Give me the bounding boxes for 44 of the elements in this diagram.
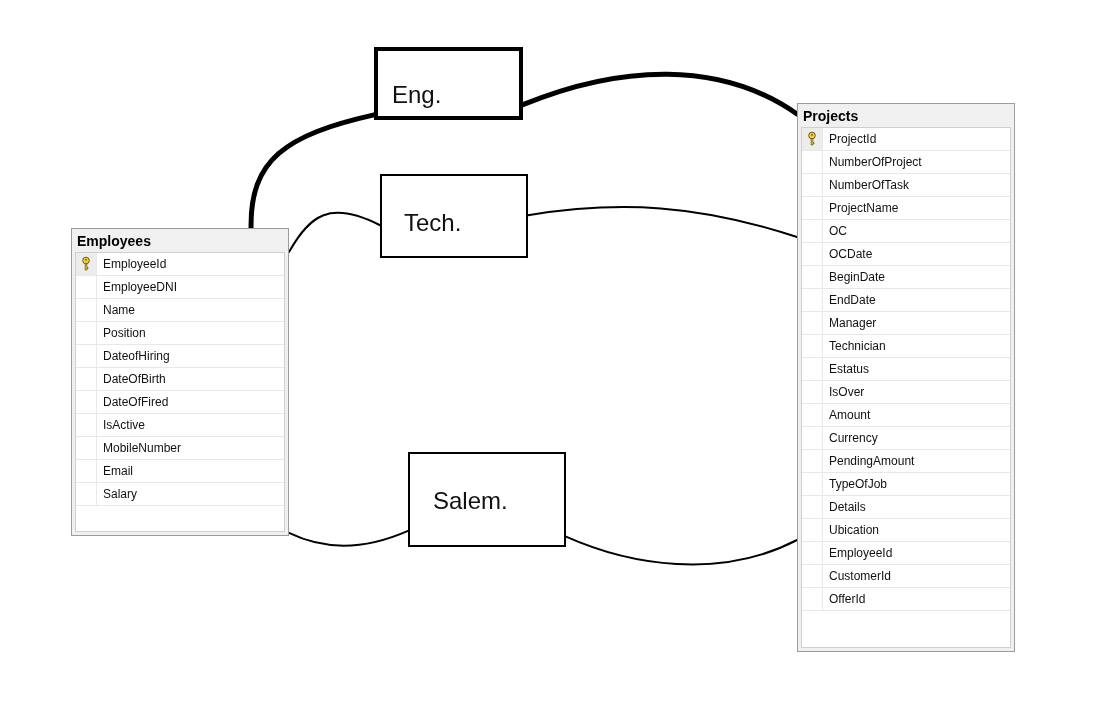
column-name: Email bbox=[103, 463, 133, 480]
column-name: NumberOfTask bbox=[829, 177, 910, 194]
column-name: Details bbox=[829, 499, 866, 516]
column-name: Ubication bbox=[829, 522, 880, 539]
column-name: BeginDate bbox=[829, 269, 886, 286]
column-name: Amount bbox=[829, 407, 871, 424]
connector-line bbox=[565, 535, 798, 566]
column-name: TypeOfJob bbox=[829, 476, 888, 493]
column-name: DateOfBirth bbox=[103, 371, 166, 388]
column-name: DateOfFired bbox=[103, 394, 169, 411]
column-name: EndDate bbox=[829, 292, 876, 309]
relationship-box bbox=[374, 47, 523, 120]
table-name: Projects bbox=[803, 106, 859, 125]
column-name: Currency bbox=[829, 430, 878, 447]
table-name: Employees bbox=[77, 231, 151, 250]
column-name: NumberOfProject bbox=[829, 154, 922, 171]
column-name: Name bbox=[103, 302, 135, 319]
relationship-label: Salem. bbox=[433, 487, 509, 515]
column-name: Manager bbox=[829, 315, 877, 332]
column-name: PendingAmount bbox=[829, 453, 915, 470]
column-name: DateofHiring bbox=[103, 348, 170, 365]
column-name: Salary bbox=[103, 486, 137, 503]
column-name: EmployeeDNI bbox=[103, 279, 178, 296]
column-name: MobileNumber bbox=[103, 440, 182, 457]
column-name: EmployeeId bbox=[829, 545, 893, 562]
connector-line bbox=[288, 211, 381, 253]
column-name: Position bbox=[103, 325, 146, 342]
column-name: Estatus bbox=[829, 361, 870, 378]
column-name: OfferId bbox=[829, 591, 866, 608]
relationship-box bbox=[408, 452, 566, 547]
column-name: IsOver bbox=[829, 384, 865, 401]
column-name: OCDate bbox=[829, 246, 873, 263]
column-name: ProjectId bbox=[829, 131, 877, 148]
column-name: OC bbox=[829, 223, 847, 240]
column-name: Technician bbox=[829, 338, 886, 355]
relationship-box bbox=[380, 174, 528, 258]
relationship-label: Eng. bbox=[392, 81, 443, 109]
relationship-label: Tech. bbox=[404, 209, 463, 237]
column-name: CustomerId bbox=[829, 568, 892, 585]
connector-line bbox=[527, 205, 798, 238]
column-name: ProjectName bbox=[829, 200, 899, 217]
column-name: IsActive bbox=[103, 417, 145, 434]
connector-line bbox=[288, 529, 409, 547]
column-name: EmployeeId bbox=[103, 256, 167, 273]
